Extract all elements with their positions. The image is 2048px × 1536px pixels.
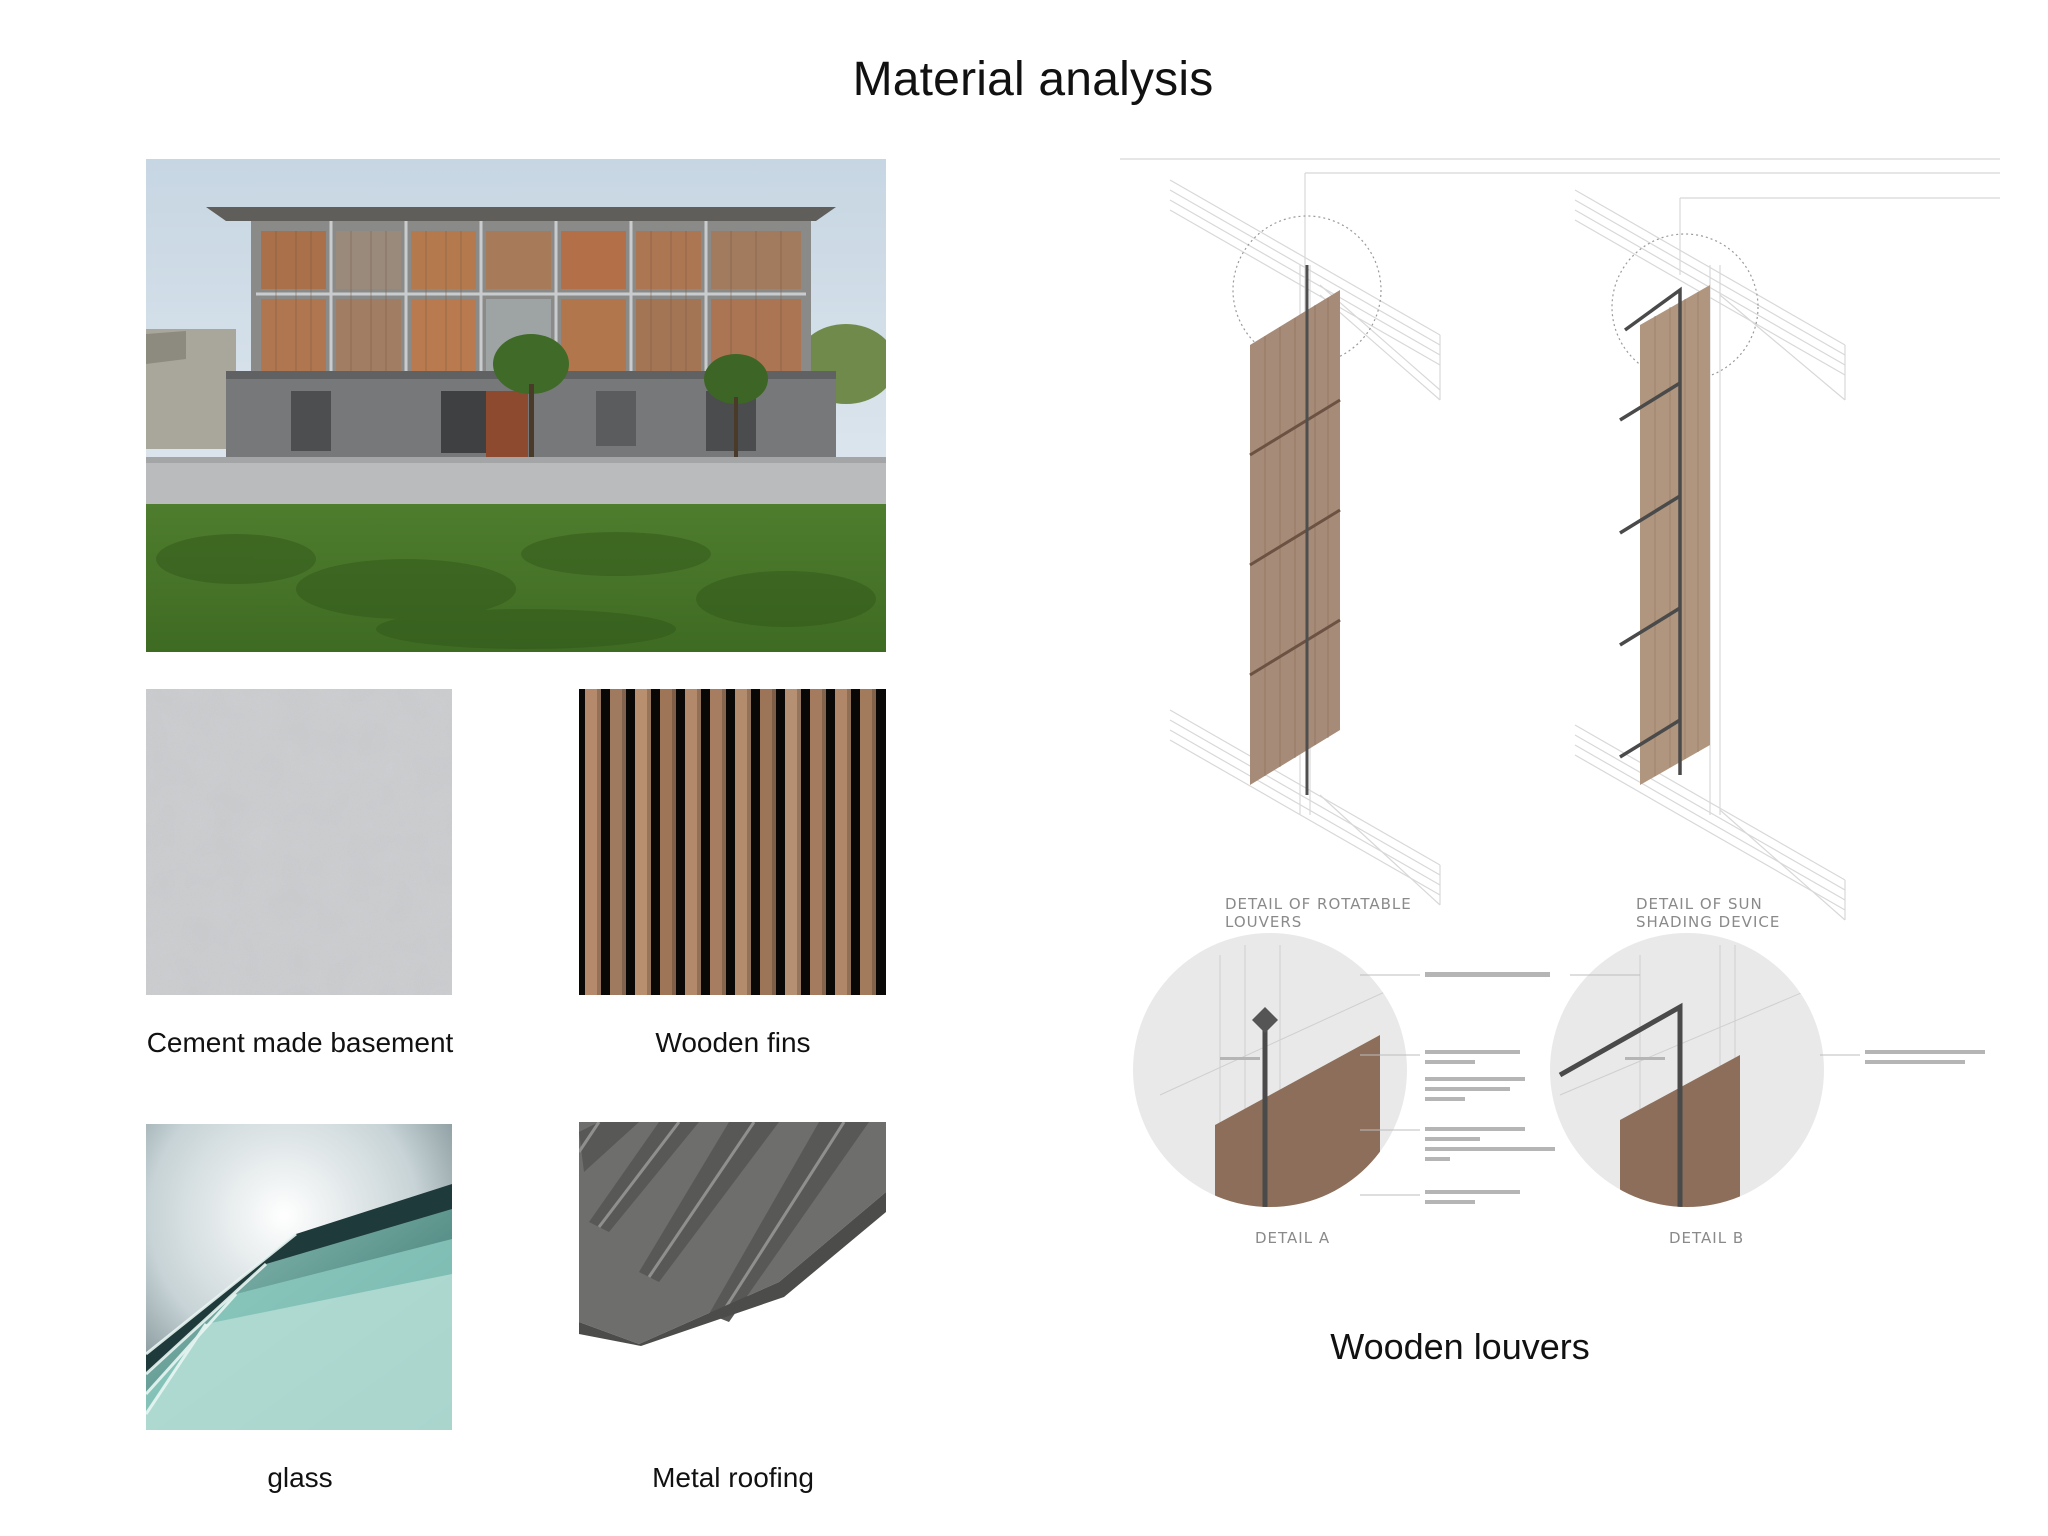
material-label-metal-roofing: Metal roofing <box>652 1462 814 1493</box>
drawing-caption: Wooden louvers <box>1330 1326 1590 1367</box>
rotatable-louver <box>1249 265 1341 795</box>
metal-roofing-texture <box>579 1122 886 1346</box>
building-photo <box>146 159 886 652</box>
sun-shading-device <box>1619 285 1710 785</box>
label-detail-rotatable-1: DETAIL OF ROTATABLE <box>1225 895 1412 913</box>
label-detail-rotatable-2: LOUVERS <box>1225 913 1302 931</box>
page-title: Material analysis <box>852 53 1214 106</box>
material-label-cement: Cement made basement <box>146 1027 454 1058</box>
glass-texture <box>146 1124 452 1430</box>
label-detail-a: DETAIL A <box>1255 1229 1330 1247</box>
label-detail-b: DETAIL B <box>1669 1229 1744 1247</box>
material-label-glass: glass <box>267 1462 333 1493</box>
label-detail-sun-1: DETAIL OF SUN <box>1636 895 1763 913</box>
detail-b: DETAIL B <box>1550 933 1824 1247</box>
detail-a: DETAIL A <box>1133 933 1407 1247</box>
label-detail-sun-2: SHADING DEVICE <box>1636 913 1780 931</box>
cement-texture <box>146 689 452 995</box>
wooden-fins-texture <box>579 689 886 995</box>
material-label-wooden-fins: Wooden fins <box>655 1027 811 1058</box>
louver-detail-drawing: DETAIL OF ROTATABLE LOUVERS DETAIL OF SU… <box>1120 155 2000 1275</box>
